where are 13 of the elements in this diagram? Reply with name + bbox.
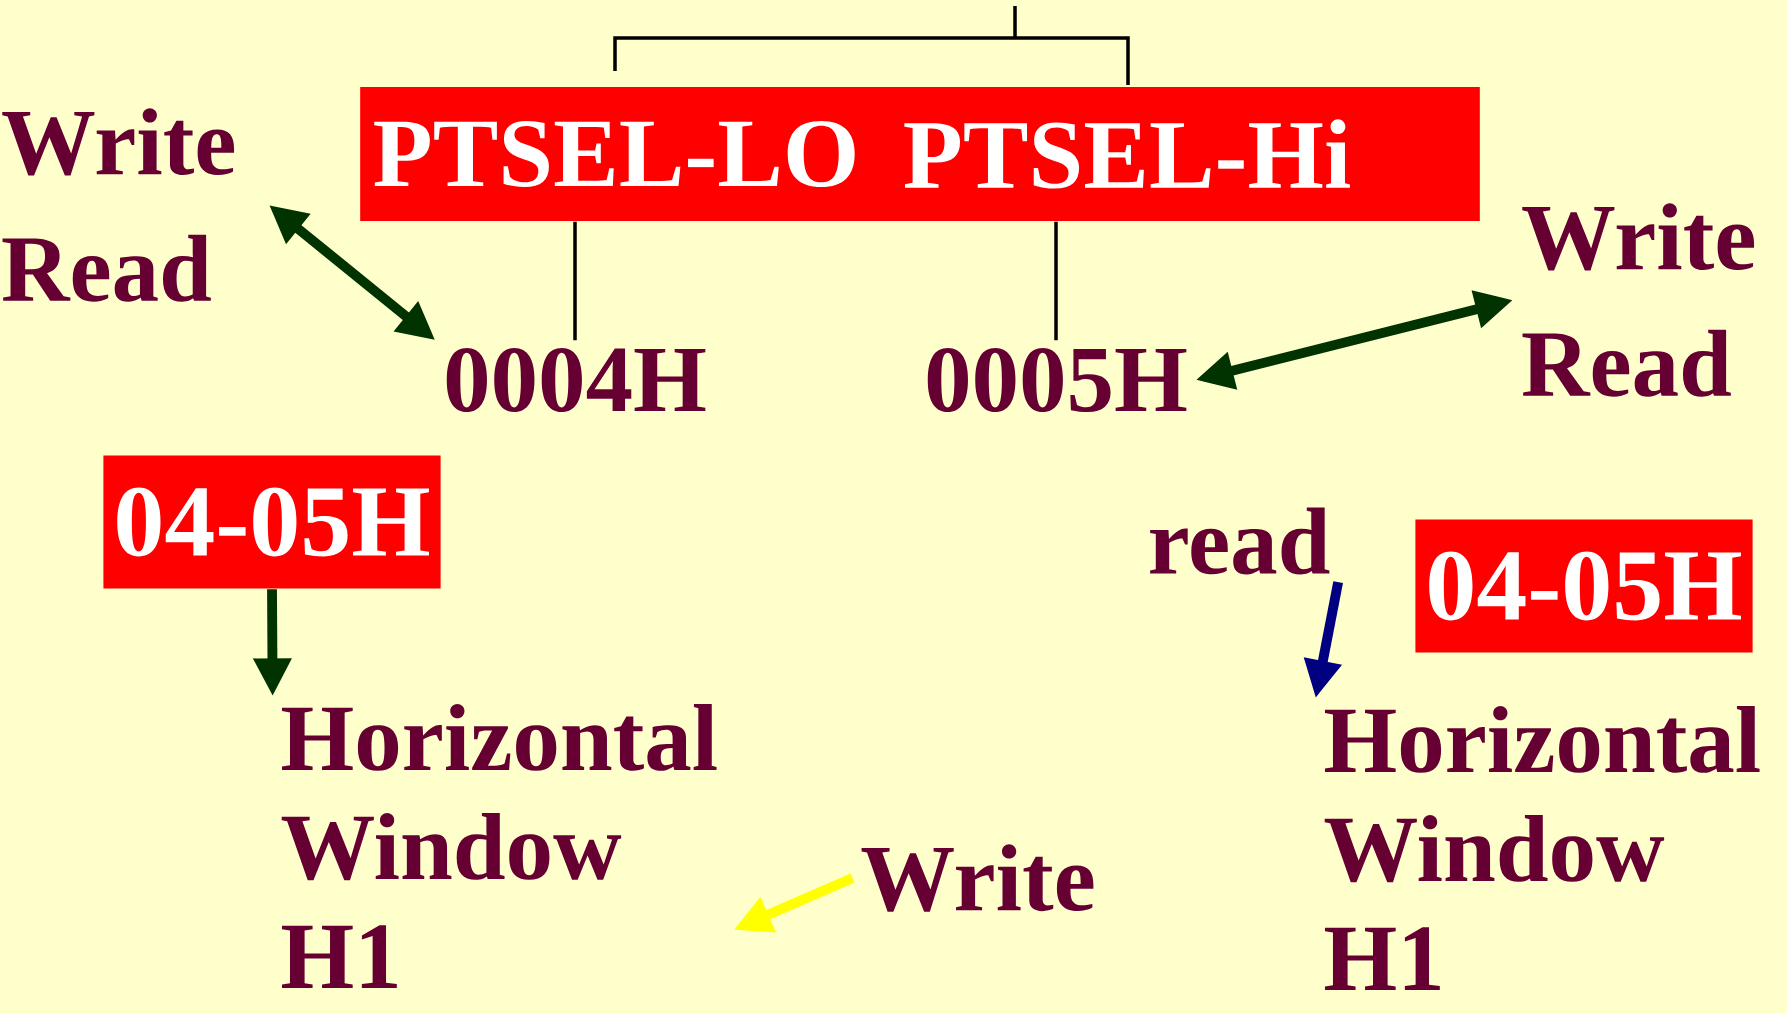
label-text: read xyxy=(1150,507,1330,575)
label-text: Write Read xyxy=(1522,203,1755,397)
connector-line xyxy=(1054,221,1058,341)
label-text: Horizontal Window H1 xyxy=(1324,706,1760,990)
connector-line xyxy=(573,221,577,341)
label-text: 0004H xyxy=(446,347,706,413)
register-box: PTSEL-LO PTSEL-Hi xyxy=(360,86,1480,222)
label-text: Horizontal Window H1 xyxy=(281,704,717,988)
address-box: 04-05H xyxy=(1415,519,1753,653)
label-text: Write Read xyxy=(2,108,235,302)
label-text: 0005H xyxy=(927,347,1187,413)
address-box: 04-05H xyxy=(103,455,441,589)
label-text: Write xyxy=(861,844,1094,912)
